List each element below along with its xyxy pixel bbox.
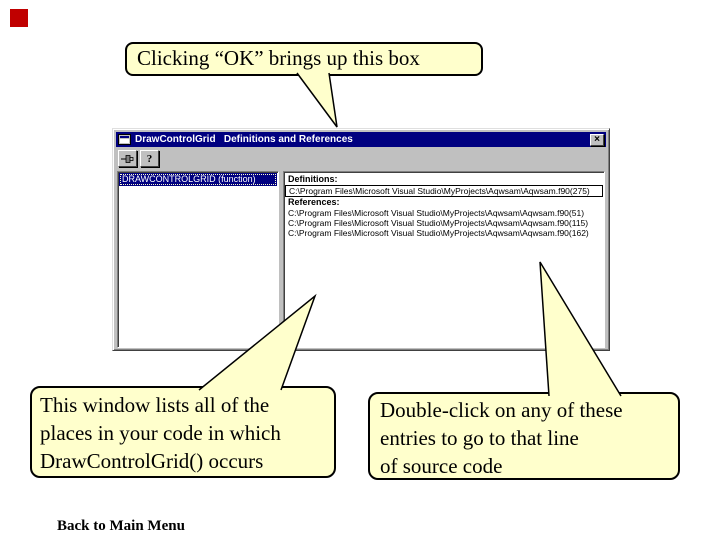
close-icon[interactable]: × bbox=[590, 133, 604, 146]
callout-window-lists: This window lists all of the places in y… bbox=[30, 386, 336, 478]
definitions-references-window: DrawControlGrid Definitions and Referenc… bbox=[112, 128, 610, 351]
back-to-main-menu-link[interactable]: Back to Main Menu bbox=[57, 518, 185, 534]
callout-top-text: Clicking “OK” brings up this box bbox=[137, 46, 420, 70]
callout-bl-line: DrawControlGrid() occurs bbox=[40, 449, 264, 473]
help-button[interactable]: ? bbox=[140, 150, 159, 167]
window-toolbar: ? bbox=[118, 150, 159, 169]
slide-red-marker bbox=[10, 9, 28, 27]
callout-top-tail bbox=[296, 72, 338, 128]
app-icon[interactable] bbox=[118, 134, 131, 145]
callout-br-line: Double-click on any of these bbox=[380, 398, 623, 422]
references-header: References: bbox=[288, 197, 340, 207]
symbol-list-pane: DRAWCONTROLGRID (function) bbox=[117, 171, 279, 348]
callout-bl-line: places in your code in which bbox=[40, 421, 281, 445]
callout-bl-line: This window lists all of the bbox=[40, 393, 270, 417]
definition-row[interactable]: C:\Program Files\Microsoft Visual Studio… bbox=[285, 185, 603, 197]
results-pane: Definitions: C:\Program Files\Microsoft … bbox=[283, 171, 605, 348]
window-titlebar[interactable]: DrawControlGrid Definitions and Referenc… bbox=[116, 132, 606, 147]
window-title: DrawControlGrid Definitions and Referenc… bbox=[135, 134, 353, 145]
callout-double-click: Double-click on any of these entries to … bbox=[368, 392, 680, 480]
callout-br-line: entries to go to that line bbox=[380, 426, 579, 450]
help-icon: ? bbox=[146, 152, 153, 165]
pushpin-icon bbox=[121, 153, 134, 164]
selected-symbol-item[interactable]: DRAWCONTROLGRID (function) bbox=[119, 173, 277, 186]
reference-row[interactable]: C:\Program Files\Microsoft Visual Studio… bbox=[288, 228, 589, 238]
callout-br-line: of source code bbox=[380, 454, 503, 478]
definitions-header: Definitions: bbox=[288, 174, 338, 184]
reference-row[interactable]: C:\Program Files\Microsoft Visual Studio… bbox=[288, 218, 589, 228]
callout-clicking-ok: Clicking “OK” brings up this box bbox=[125, 42, 483, 76]
reference-row[interactable]: C:\Program Files\Microsoft Visual Studio… bbox=[288, 208, 585, 218]
pin-button[interactable] bbox=[118, 150, 137, 167]
